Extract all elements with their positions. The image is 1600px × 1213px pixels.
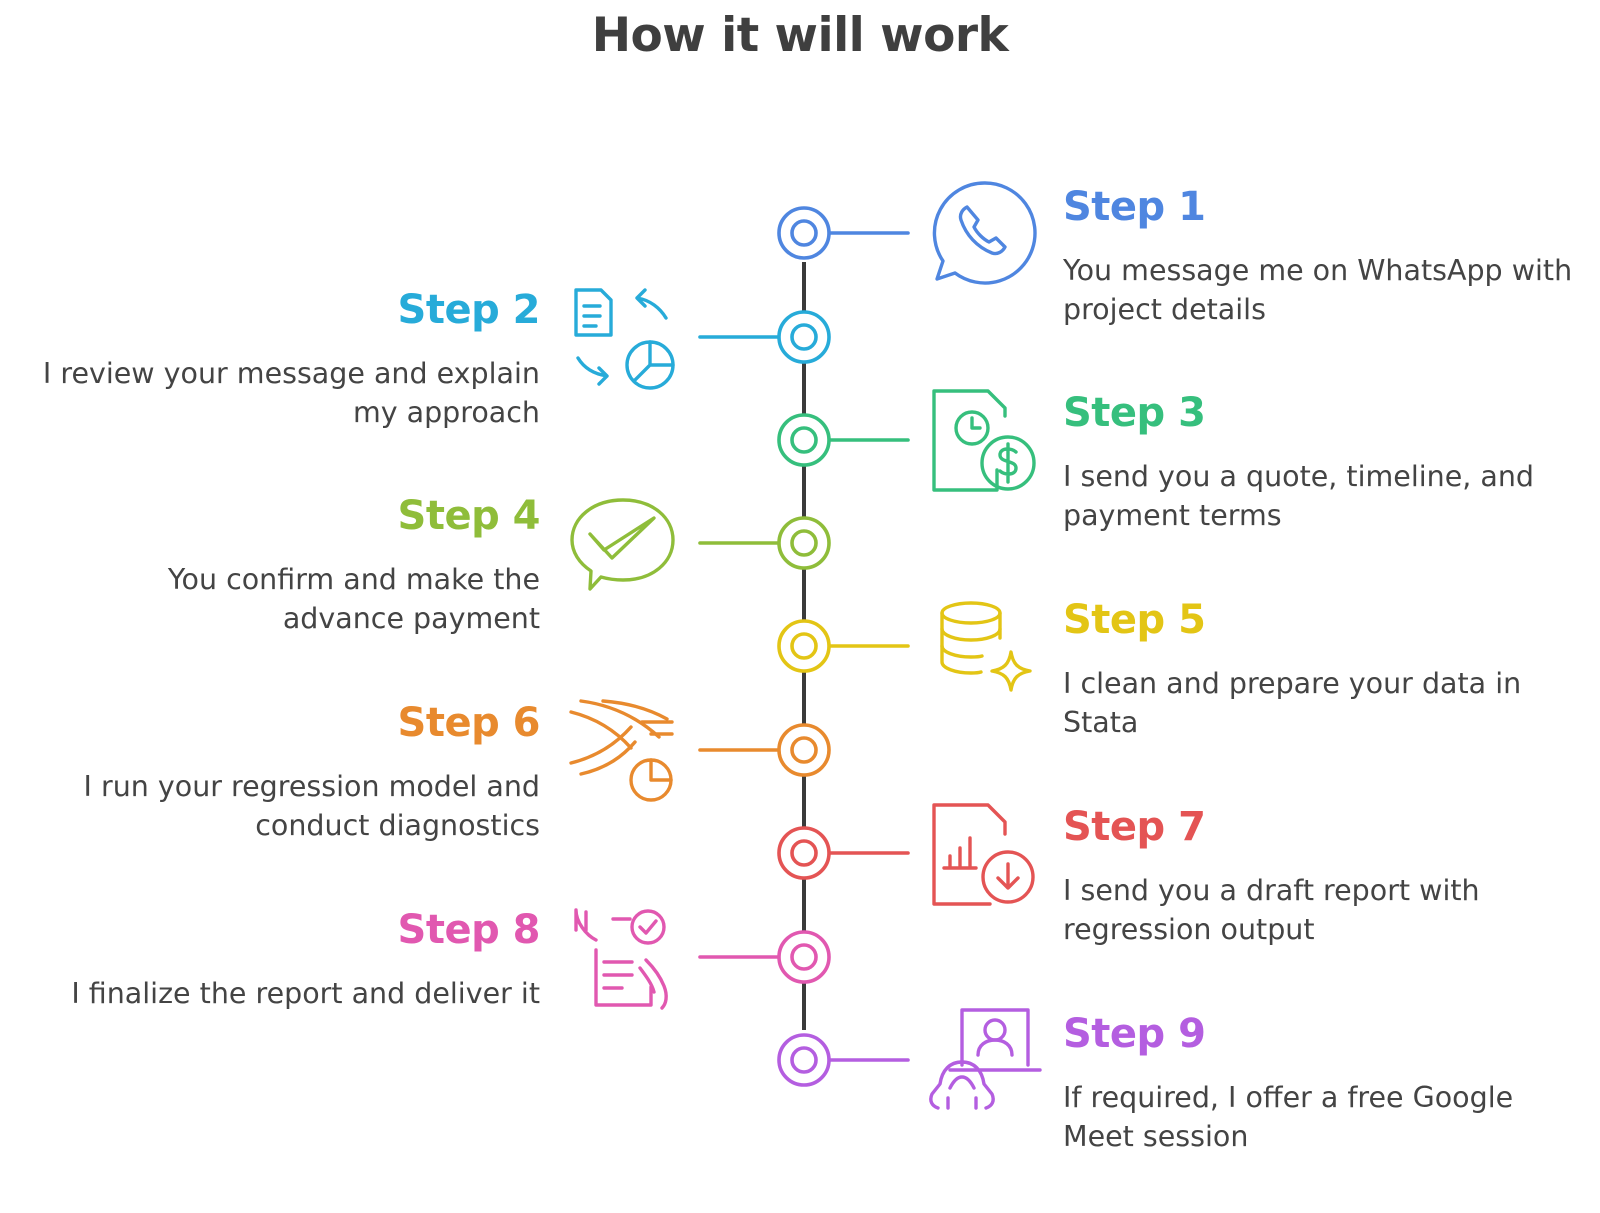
- step-title: Step 9: [1063, 1011, 1206, 1057]
- database-sparkle-icon: [940, 601, 1032, 692]
- video-meeting-icon: [929, 1008, 1042, 1110]
- timeline-node-inner-step-2: [790, 323, 818, 351]
- timeline-node-inner-step-5: [790, 632, 818, 660]
- report-download-icon: [932, 803, 1035, 906]
- timeline-node-step-4: [777, 516, 831, 570]
- step-title: Step 4: [397, 493, 541, 539]
- quote-clock-dollar-icon: [932, 389, 1036, 492]
- step-description: You confirm and make the advance payment: [167, 563, 540, 635]
- step-description: I run your regression model and conduct …: [83, 770, 540, 842]
- page-title: How it will work: [591, 8, 1009, 63]
- step-1: Step 1 You message me on WhatsApp with pr…: [1063, 183, 1583, 329]
- timeline-node-step-6: [777, 723, 831, 777]
- step-description: I review your message and explain my app…: [42, 357, 540, 429]
- timeline-node-inner-step-7: [790, 839, 818, 867]
- timeline-node-step-8: [777, 930, 831, 984]
- checklist-hand-icon: [574, 908, 668, 1010]
- step-7: Step 7 I send you a draft report with reg…: [1063, 803, 1583, 949]
- chat-checkmark-icon: [570, 498, 675, 591]
- step-title: Step 5: [1063, 597, 1206, 643]
- step-title: Step 6: [397, 700, 541, 746]
- timeline-node-step-5: [777, 619, 831, 673]
- step-title: Step 7: [1063, 804, 1206, 850]
- timeline-node-inner-step-4: [790, 529, 818, 557]
- step-description: I send you a quote, timeline, and paymen…: [1063, 460, 1534, 532]
- step-8: Step 8 I finalize the report and deliver …: [40, 906, 540, 1013]
- timeline-node-inner-step-1: [790, 219, 818, 247]
- step-description: I finalize the report and deliver it: [71, 977, 540, 1010]
- timeline-node-inner-step-9: [790, 1046, 818, 1074]
- step-title: Step 2: [397, 287, 541, 333]
- step-description: I clean and prepare your data in Stata: [1063, 667, 1522, 739]
- step-title: Step 3: [1063, 390, 1206, 436]
- step-6: Step 6 I run your regression model and co…: [40, 699, 541, 845]
- timeline-node-step-7: [777, 826, 831, 880]
- timeline-node-step-1: [777, 206, 831, 260]
- whatsapp-phone-icon: [932, 181, 1037, 285]
- step-2: Step 2 I review your message and explain …: [40, 286, 541, 432]
- data-flow-timer-icon: [569, 699, 674, 802]
- step-3: Step 3 I send you a quote, timeline, and …: [1063, 389, 1583, 535]
- timeline-node-step-2: [777, 310, 831, 364]
- timeline-node-inner-step-3: [790, 426, 818, 454]
- step-5: Step 5 I clean and prepare your data in S…: [1063, 596, 1583, 742]
- timeline-node-inner-step-8: [790, 943, 818, 971]
- step-description: You message me on WhatsApp with project …: [1063, 254, 1573, 326]
- timeline-node-inner-step-6: [790, 736, 818, 764]
- step-4: Step 4 You confirm and make the advance p…: [40, 492, 541, 638]
- step-9: Step 9 If required, I offer a free Google…: [1063, 1010, 1583, 1156]
- timeline-node-step-9: [777, 1033, 831, 1087]
- step-description: If required, I offer a free Google Meet …: [1063, 1081, 1514, 1153]
- document-review-chart-icon: [574, 288, 675, 390]
- step-title: Step 1: [1063, 184, 1206, 230]
- step-title: Step 8: [397, 907, 541, 953]
- timeline-node-step-3: [777, 413, 831, 467]
- step-description: I send you a draft report with regressio…: [1063, 874, 1480, 946]
